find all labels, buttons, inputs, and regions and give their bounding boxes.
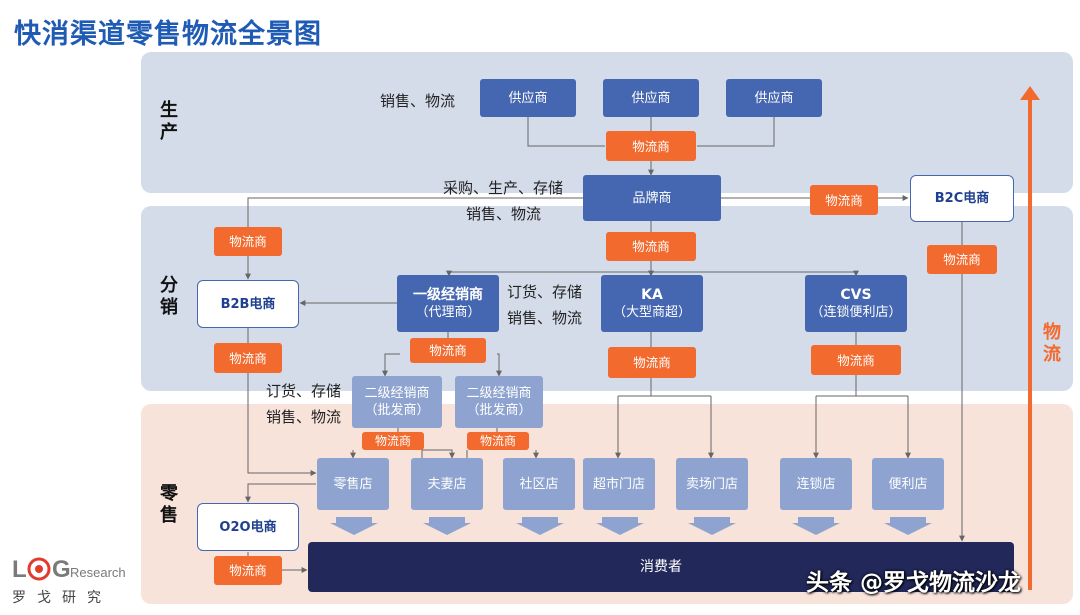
band-label-production: 生产	[160, 100, 178, 143]
node-o2o-ecommerce: O2O电商	[197, 503, 299, 551]
node-logistics-supply: 物流商	[606, 131, 696, 161]
node-mom-pop-store: 夫妻店	[411, 458, 483, 510]
annotation-sales-logistics-1: 销售、物流	[380, 92, 456, 110]
annotation-sales-logistics-3: 销售、物流	[507, 309, 583, 327]
node-logistics-dist1: 物流商	[410, 338, 486, 363]
band-production	[141, 52, 1073, 193]
node-brand: 品牌商	[583, 175, 721, 221]
band-label-retail: 零售	[160, 483, 178, 526]
annotation-sales-logistics-2: 销售、物流	[466, 205, 542, 223]
node-logistics-dist2a: 物流商	[362, 432, 424, 450]
node-b2c-ecommerce: B2C电商	[910, 175, 1014, 222]
logo-chinese-text: 罗戈研究	[12, 590, 112, 606]
node-logistics-b2c: 物流商	[810, 185, 878, 215]
node-ka: KA（大型商超）	[601, 275, 703, 332]
node-supermarket-store: 超市门店	[583, 458, 655, 510]
watermark: 头条 @罗戈物流沙龙	[806, 570, 1022, 596]
node-logistics-dist2b: 物流商	[467, 432, 529, 450]
node-logistics-b2b-up: 物流商	[214, 227, 282, 256]
node-logistics-brand-down: 物流商	[606, 232, 696, 261]
node-b2b-ecommerce: B2B电商	[197, 280, 299, 328]
node-consumer: 消费者	[308, 542, 1014, 592]
node-logistics-o2o: 物流商	[214, 556, 282, 585]
node-logistics-ka: 物流商	[608, 347, 696, 378]
annotation-purchase-production-storage: 采购、生产、存储	[443, 179, 564, 197]
node-supplier-2: 供应商	[603, 79, 699, 117]
node-level1-distributor: 一级经销商（代理商）	[397, 275, 499, 332]
node-convenience-store: 便利店	[872, 458, 944, 510]
node-community-store: 社区店	[503, 458, 575, 510]
page-title: 快消渠道零售物流全景图	[14, 19, 322, 50]
node-hypermarket-store: 卖场门店	[676, 458, 748, 510]
log-research-logo: L G Research	[12, 556, 126, 583]
svg-text:L: L	[12, 556, 27, 583]
svg-text:G: G	[52, 556, 71, 583]
node-cvs: CVS（连锁便利店）	[805, 275, 907, 332]
annotation-order-storage-1: 订货、存储	[507, 283, 583, 301]
svg-text:Research: Research	[70, 565, 126, 580]
node-level2-distributor-b: 二级经销商（批发商）	[455, 376, 543, 428]
annotation-sales-logistics-4: 销售、物流	[266, 408, 342, 426]
node-retail-store: 零售店	[317, 458, 389, 510]
logistics-side-label: 物流	[1043, 322, 1061, 365]
node-chain-store: 连锁店	[780, 458, 852, 510]
annotation-order-storage-2: 订货、存储	[266, 382, 342, 400]
node-logistics-cvs: 物流商	[811, 345, 901, 375]
node-supplier-3: 供应商	[726, 79, 822, 117]
node-logistics-b2c-down: 物流商	[927, 245, 997, 274]
band-label-distribution: 分销	[160, 275, 178, 318]
node-level2-distributor-a: 二级经销商（批发商）	[352, 376, 442, 428]
node-supplier-1: 供应商	[480, 79, 576, 117]
node-logistics-b2b-down: 物流商	[214, 343, 282, 373]
